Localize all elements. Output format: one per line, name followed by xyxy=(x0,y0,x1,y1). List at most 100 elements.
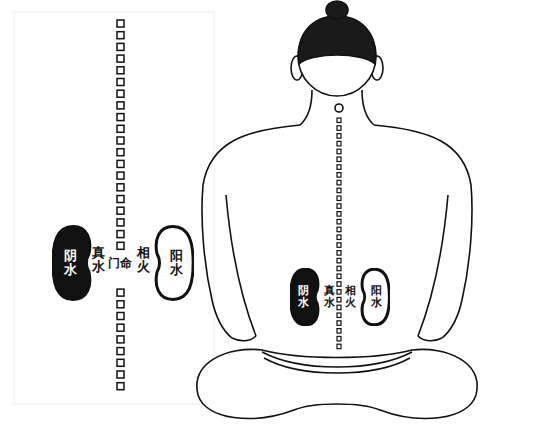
vertebra-square xyxy=(337,344,341,349)
vertebra-square xyxy=(337,180,341,185)
vertebra-square xyxy=(117,43,124,50)
vertebra-square xyxy=(337,188,341,193)
kidney-path xyxy=(362,269,389,325)
kidney-shape: 阴水 xyxy=(290,268,321,326)
vertebra-square xyxy=(117,114,124,121)
organ-label: 阴水 xyxy=(298,285,309,309)
spine-top xyxy=(335,104,343,112)
vertebra-square xyxy=(117,32,124,39)
vertebra-square xyxy=(337,134,341,139)
kidney-shape: 阳水 xyxy=(152,225,194,301)
vertebra-square xyxy=(117,196,124,203)
point-label: 真水 xyxy=(324,285,335,309)
vertebra-square xyxy=(117,348,124,355)
vertebra-square xyxy=(117,102,124,109)
vertebra-square xyxy=(117,184,124,191)
vertebra-square xyxy=(337,258,341,263)
body-outline xyxy=(202,125,300,338)
waist-band xyxy=(262,352,412,367)
arm-line xyxy=(226,195,256,336)
vertebra-square xyxy=(337,227,341,232)
hair xyxy=(298,16,375,64)
spine-column xyxy=(337,118,341,349)
vertebra-square xyxy=(117,219,124,226)
vertebra-square xyxy=(117,324,124,331)
point-label: 相火 xyxy=(345,285,356,309)
hand xyxy=(418,336,442,341)
vertebra-square xyxy=(337,266,341,271)
panel-frame xyxy=(14,12,214,404)
vertebra-square xyxy=(337,141,341,146)
vertebra-square xyxy=(337,329,341,334)
vertebra-square xyxy=(337,204,341,209)
point-label: 门命 xyxy=(108,257,132,270)
vertebra-square xyxy=(337,212,341,217)
vertebra-square xyxy=(117,67,124,74)
node-text-holder: 阴水 xyxy=(52,225,94,301)
vertebra-square xyxy=(337,336,341,341)
vertebra-square xyxy=(337,251,341,256)
waist-band xyxy=(264,358,410,373)
vertebra-square xyxy=(337,305,341,310)
vertebra-square xyxy=(117,359,124,366)
vertebra-square xyxy=(117,313,124,320)
vertebra-square xyxy=(117,383,124,390)
vertebra-square xyxy=(117,90,124,97)
vertebra-square xyxy=(117,207,124,214)
seated-figure xyxy=(197,1,477,418)
neck xyxy=(362,90,374,125)
vertebra-square xyxy=(117,160,124,167)
vertebra-square xyxy=(337,126,341,131)
vertebra-square xyxy=(117,172,124,179)
kidney-shape: 阳水 xyxy=(359,268,390,326)
point-label: 真水 xyxy=(92,246,105,275)
hair-bun xyxy=(326,1,348,19)
vertebra-square xyxy=(337,235,341,240)
vertebra-square xyxy=(117,79,124,86)
vertebra-square xyxy=(337,149,341,154)
vertebra-square xyxy=(337,290,341,295)
vertebra-square xyxy=(337,297,341,302)
organ-label: 阳水 xyxy=(170,249,183,278)
kidney-path xyxy=(156,227,193,300)
vertebra-square xyxy=(337,243,341,248)
node-text-holder: 阳水 xyxy=(359,268,390,326)
point-label: 相火 xyxy=(137,246,150,275)
crossed-legs xyxy=(197,349,477,418)
neck xyxy=(300,90,312,125)
vertebra-square xyxy=(337,219,341,224)
vertebra-square xyxy=(117,125,124,132)
node-text-holder: 阴水 xyxy=(290,268,321,326)
spine-column xyxy=(117,20,124,390)
hand xyxy=(232,336,256,341)
vertebra-square xyxy=(117,137,124,144)
vertebra-square xyxy=(337,173,341,178)
vertebra-square xyxy=(337,118,341,123)
kidney-path xyxy=(291,269,318,325)
vertebra-square xyxy=(337,282,341,287)
node-text-holder: 阳水 xyxy=(152,225,194,301)
vertebra-square xyxy=(337,165,341,170)
vertebra-square xyxy=(117,55,124,62)
vertebra-square xyxy=(117,231,124,238)
kidney-shape: 阴水 xyxy=(52,225,94,301)
kidney-path xyxy=(53,227,90,300)
vertebra-square xyxy=(337,274,341,279)
head xyxy=(298,16,376,96)
vertebra-square xyxy=(117,289,124,296)
vertebra-square xyxy=(337,321,341,326)
vertebra-square xyxy=(337,313,341,318)
vertebra-square xyxy=(337,196,341,201)
organ-label: 阴水 xyxy=(64,249,77,278)
vertebra-square xyxy=(117,301,124,308)
vertebra-square xyxy=(117,149,124,156)
vertebra-square xyxy=(117,371,124,378)
organ-label: 阳水 xyxy=(371,285,382,309)
vertebra-square xyxy=(117,242,124,249)
vertebra-square xyxy=(117,336,124,343)
arm-line xyxy=(418,195,448,336)
vertebra-square xyxy=(117,20,124,27)
vertebra-square xyxy=(337,157,341,162)
